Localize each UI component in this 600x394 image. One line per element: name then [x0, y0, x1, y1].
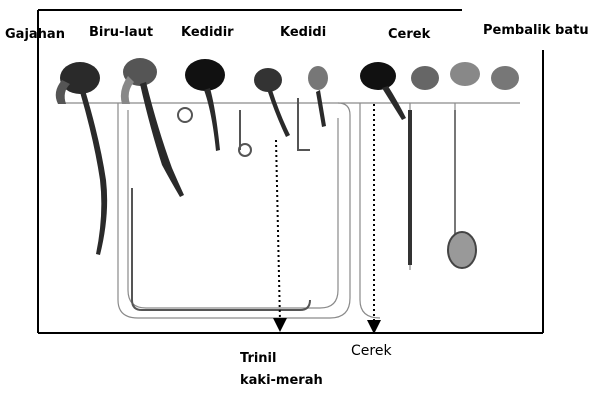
pembalik-batu-head-3: [491, 66, 519, 90]
bird-pembalik-batu: [411, 62, 519, 268]
label-kedidi: Kedidi: [280, 25, 326, 40]
kedidir-bill: [204, 88, 220, 151]
label-pembalik-batu: Pembalik batu: [483, 23, 589, 38]
bird-kedidi: [254, 66, 328, 150]
label-cerek-bottom: Cerek: [351, 343, 392, 359]
pembalik-batu-head-2: [450, 62, 480, 86]
pembalik-batu-head-1: [411, 66, 439, 90]
kedidi-bill-2: [316, 90, 326, 127]
kedidi-body-2: [298, 98, 310, 150]
label-kedidir: Kedidir: [181, 25, 234, 40]
biru-laut-deep-bill: [132, 188, 310, 310]
gajahan-neck: [56, 80, 70, 104]
kedidir-worm: [178, 108, 192, 122]
feeding-depth-guides: [60, 103, 520, 318]
label-cerek-top: Cerek: [388, 27, 430, 42]
kedidi-head: [254, 68, 282, 92]
kedidi-head-2: [308, 66, 328, 90]
arrow-trinil-line: [276, 140, 280, 322]
arrow-trinil-head: [273, 318, 287, 332]
cerek-head: [360, 62, 396, 90]
biru-laut-neck: [121, 76, 134, 104]
pembalik-batu-stone: [448, 232, 476, 268]
biru-laut-bill: [140, 82, 184, 197]
label-trinil: Trinil: [240, 351, 276, 366]
left-channel: [118, 103, 350, 318]
arrow-cerek: [367, 104, 381, 334]
label-biru-laut: Biru-laut: [89, 25, 153, 40]
gajahan-bill: [80, 90, 107, 255]
kedidir-head: [185, 59, 225, 91]
label-kaki-merah: kaki-merah: [240, 373, 323, 388]
bird-kedidir: [178, 59, 251, 156]
label-gajahan: Gajahan: [5, 27, 65, 42]
arrow-cerek-head: [367, 320, 381, 334]
cerek-channel: [360, 103, 380, 318]
frame: [38, 10, 543, 333]
bird-biru-laut: [121, 58, 310, 310]
bird-gajahan: [56, 62, 107, 255]
bird-cerek: [360, 62, 410, 265]
arrow-trinil: [273, 140, 287, 332]
kedidi-bill: [268, 90, 290, 137]
